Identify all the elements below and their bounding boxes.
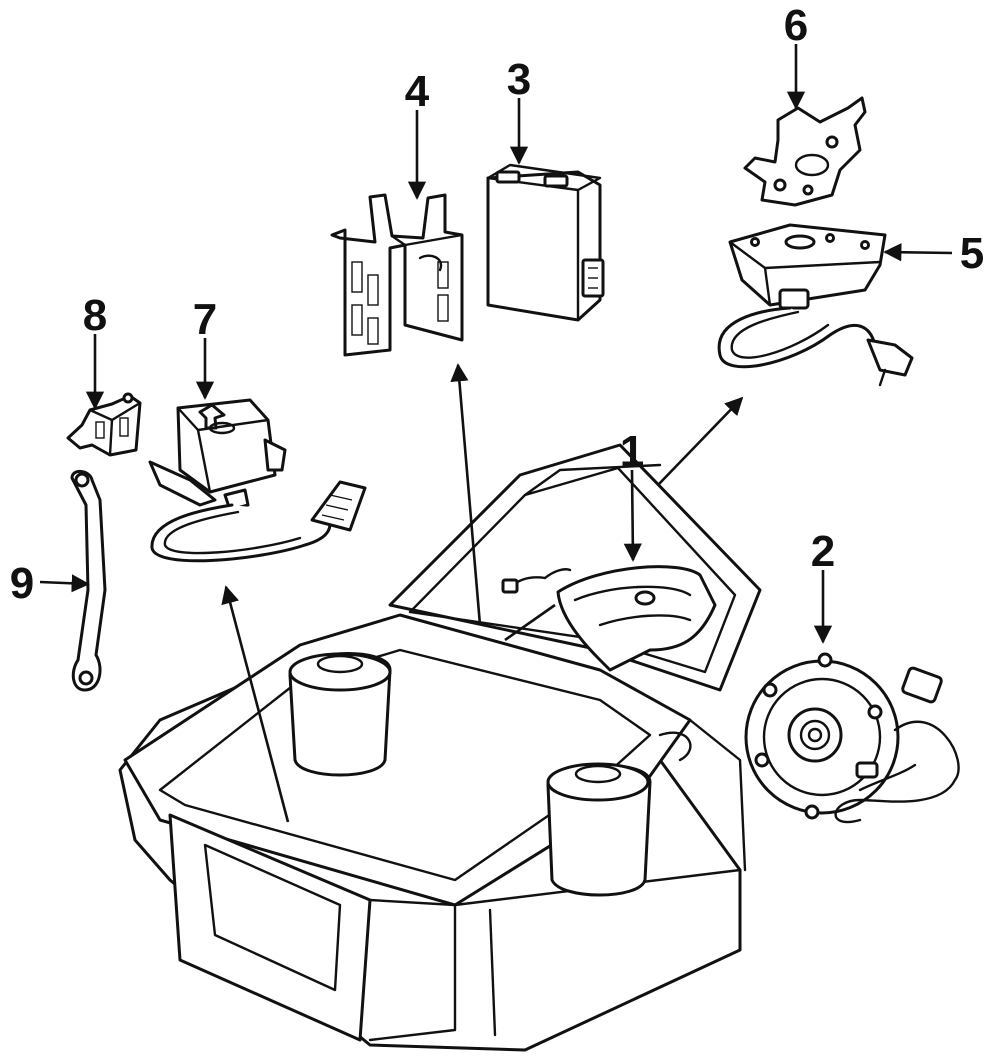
part-1-airbag-module [501, 565, 717, 672]
part-6-sensor-bracket [743, 96, 867, 207]
callout-8: 8 [83, 291, 107, 340]
assembly-line-airbag [504, 603, 556, 642]
callout-7: 7 [193, 295, 217, 344]
part-8-small-bracket [66, 392, 142, 457]
callout-2: 2 [811, 527, 835, 576]
leader-5 [883, 243, 953, 262]
right-strut-tower [546, 762, 652, 897]
callout-numbers: 1 2 3 4 5 6 7 8 9 [10, 1, 984, 608]
part-4-module-bracket [330, 193, 464, 357]
assembly-arrow-bracket [450, 363, 482, 626]
left-strut-tower [288, 652, 392, 777]
callout-5: 5 [960, 229, 984, 278]
part-9-strap-link [70, 470, 107, 692]
part-5-sensor-harness [717, 223, 914, 387]
callout-4: 4 [405, 67, 430, 116]
part-3-control-module [486, 163, 605, 322]
part-2-clock-spring [744, 652, 960, 824]
callout-6: 6 [784, 1, 808, 50]
leader-lines [39, 44, 953, 823]
callout-3: 3 [507, 55, 531, 104]
callout-9: 9 [10, 559, 34, 608]
assembly-arrow-sensor [657, 396, 744, 486]
callout-1: 1 [620, 427, 644, 476]
leader-1 [623, 469, 642, 562]
part-7-arming-sensor [148, 398, 367, 563]
leader-9 [39, 574, 90, 593]
assembly-arrow-arming-sensor [221, 585, 290, 823]
